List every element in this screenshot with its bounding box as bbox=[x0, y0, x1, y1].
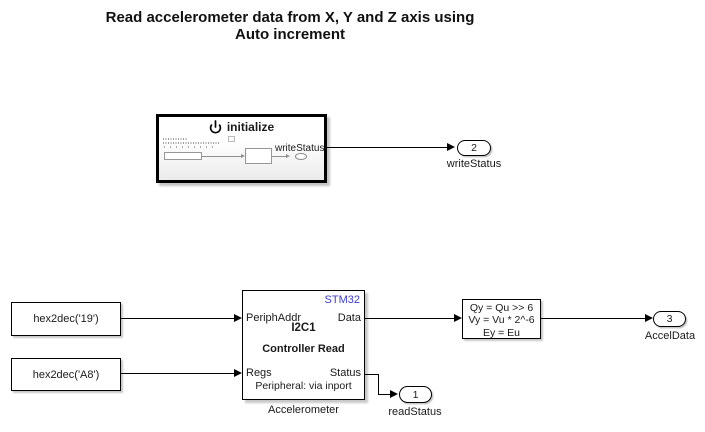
input-port-periphaddr: PeriphAddr bbox=[246, 312, 302, 324]
arrowhead-periphaddr-icon bbox=[233, 314, 242, 322]
title-line-1: Read accelerometer data from X, Y and Z … bbox=[105, 9, 475, 26]
outport-readstatus-number: 1 bbox=[412, 388, 419, 401]
outport-writestatus-label: writeStatus bbox=[446, 158, 502, 170]
arrowhead-acceldata-icon bbox=[644, 314, 653, 322]
outport-acceldata-number: 3 bbox=[666, 313, 673, 325]
wire-status-segment-c[interactable] bbox=[378, 394, 391, 396]
arrowhead-writestatus-icon bbox=[447, 143, 455, 151]
preview-wire-1 bbox=[202, 155, 241, 157]
arrowhead-regs-icon bbox=[233, 369, 242, 377]
arrowhead-readstatus-icon bbox=[390, 390, 398, 398]
model-title-annotation: Read accelerometer data from X, Y and Z … bbox=[60, 9, 520, 43]
conversion-line-3: Ey = Eu bbox=[482, 326, 521, 339]
initialize-header: initialize bbox=[159, 120, 324, 134]
title-line-2: Auto increment bbox=[234, 26, 345, 43]
outport-readstatus-label: readStatus bbox=[388, 406, 442, 418]
preview-port-label: writeStatus bbox=[275, 143, 325, 154]
outport-readstatus[interactable]: 1 bbox=[399, 386, 432, 403]
constant-block-periph-addr[interactable]: hex2dec('19') bbox=[11, 302, 121, 336]
constant-periph-addr-value: hex2dec('19') bbox=[33, 313, 99, 325]
i2c-block-note: Peripheral: via inport bbox=[255, 380, 352, 392]
wire-data-to-conversion[interactable] bbox=[365, 318, 455, 320]
output-port-status: Status bbox=[329, 367, 361, 379]
preview-outport-icon bbox=[295, 153, 307, 160]
i2c-block-mode: Controller Read bbox=[262, 343, 345, 355]
preview-arrow-2-icon bbox=[286, 153, 290, 158]
preview-write-block bbox=[245, 148, 272, 164]
outport-writestatus-number: 2 bbox=[471, 142, 477, 154]
preview-mini-block-icon bbox=[228, 136, 235, 142]
initialize-label: initialize bbox=[226, 120, 275, 134]
preview-microtext-row3 bbox=[164, 146, 216, 148]
i2c-controller-read-block[interactable]: STM32 PeriphAddr Data I2C1 Controller Re… bbox=[242, 290, 365, 400]
i2c-block-caption: Accelerometer bbox=[268, 404, 339, 416]
conversion-line-2: Vy = Vu * 2^-6 bbox=[468, 314, 535, 327]
wire-constA8-to-regs[interactable] bbox=[121, 373, 234, 375]
preview-microtext-row2 bbox=[163, 142, 220, 144]
i2c-block-name: I2C1 bbox=[291, 322, 316, 334]
wire-conversion-to-acceldata[interactable] bbox=[541, 318, 645, 320]
input-port-regs: Regs bbox=[246, 367, 272, 379]
preview-wire-2 bbox=[272, 155, 286, 157]
constant-regs-value: hex2dec('A8') bbox=[32, 368, 100, 381]
stm32-badge: STM32 bbox=[324, 294, 360, 306]
wire-status-segment-b[interactable] bbox=[377, 374, 379, 395]
initialize-subsystem-block[interactable]: initialize writeStatus bbox=[156, 114, 327, 183]
preview-microtext-row1 bbox=[163, 138, 187, 140]
power-icon bbox=[209, 120, 222, 134]
output-port-data: Data bbox=[337, 312, 361, 324]
preview-source-block bbox=[164, 152, 202, 160]
arrowhead-conversion-icon bbox=[453, 314, 462, 322]
conversion-line-1: Qy = Qu >> 6 bbox=[469, 302, 534, 314]
preview-arrow-1-icon bbox=[240, 153, 245, 158]
wire-initialize-to-writestatus[interactable] bbox=[327, 147, 448, 149]
data-type-conversion-block[interactable]: Qy = Qu >> 6 Vy = Vu * 2^-6 Ey = Eu bbox=[462, 299, 541, 339]
wire-status-segment-a[interactable] bbox=[365, 374, 379, 376]
outport-acceldata-label: AccelData bbox=[644, 330, 696, 342]
outport-writestatus[interactable]: 2 bbox=[457, 140, 491, 156]
constant-block-regs[interactable]: hex2dec('A8') bbox=[11, 358, 121, 391]
outport-acceldata[interactable]: 3 bbox=[653, 311, 686, 327]
wire-const19-to-periphaddr[interactable] bbox=[121, 318, 234, 320]
